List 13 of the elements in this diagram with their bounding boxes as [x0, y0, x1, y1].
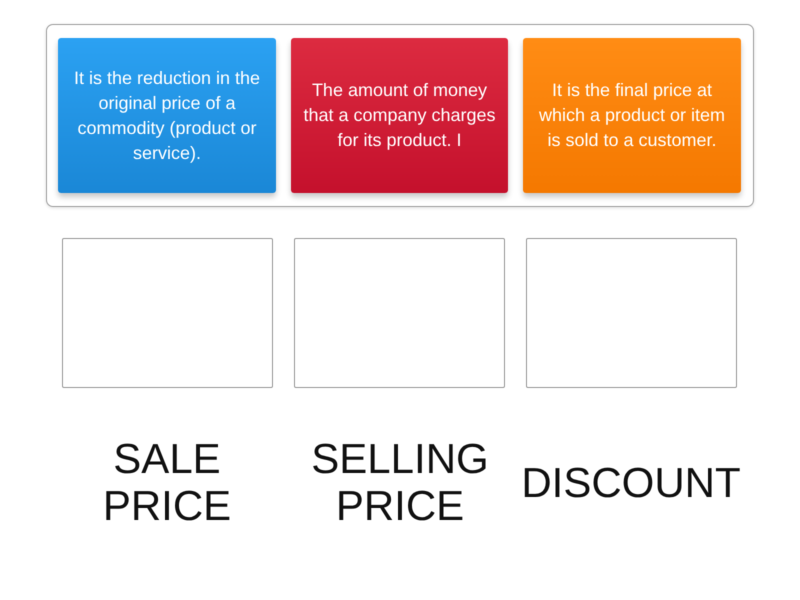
definition-card — [58, 38, 276, 193]
answer-box — [62, 238, 273, 388]
term-label: DISCOUNT — [521, 458, 741, 506]
definition-text: It is the final price at which a product or item is sold to a customer. — [538, 79, 726, 152]
definition-text: The amount of money that a company charges for its product. I — [303, 79, 496, 152]
answer-box — [526, 238, 737, 388]
definition-card — [291, 38, 508, 193]
answer-box — [294, 238, 505, 388]
definition-card — [523, 38, 741, 193]
term-label: SELLING PRICE — [310, 435, 490, 529]
definition-text: It is the reduction in the original price of a commodity (product or service). — [72, 66, 262, 165]
card-tray — [46, 24, 754, 207]
term-label: SALE PRICE — [102, 435, 232, 529]
